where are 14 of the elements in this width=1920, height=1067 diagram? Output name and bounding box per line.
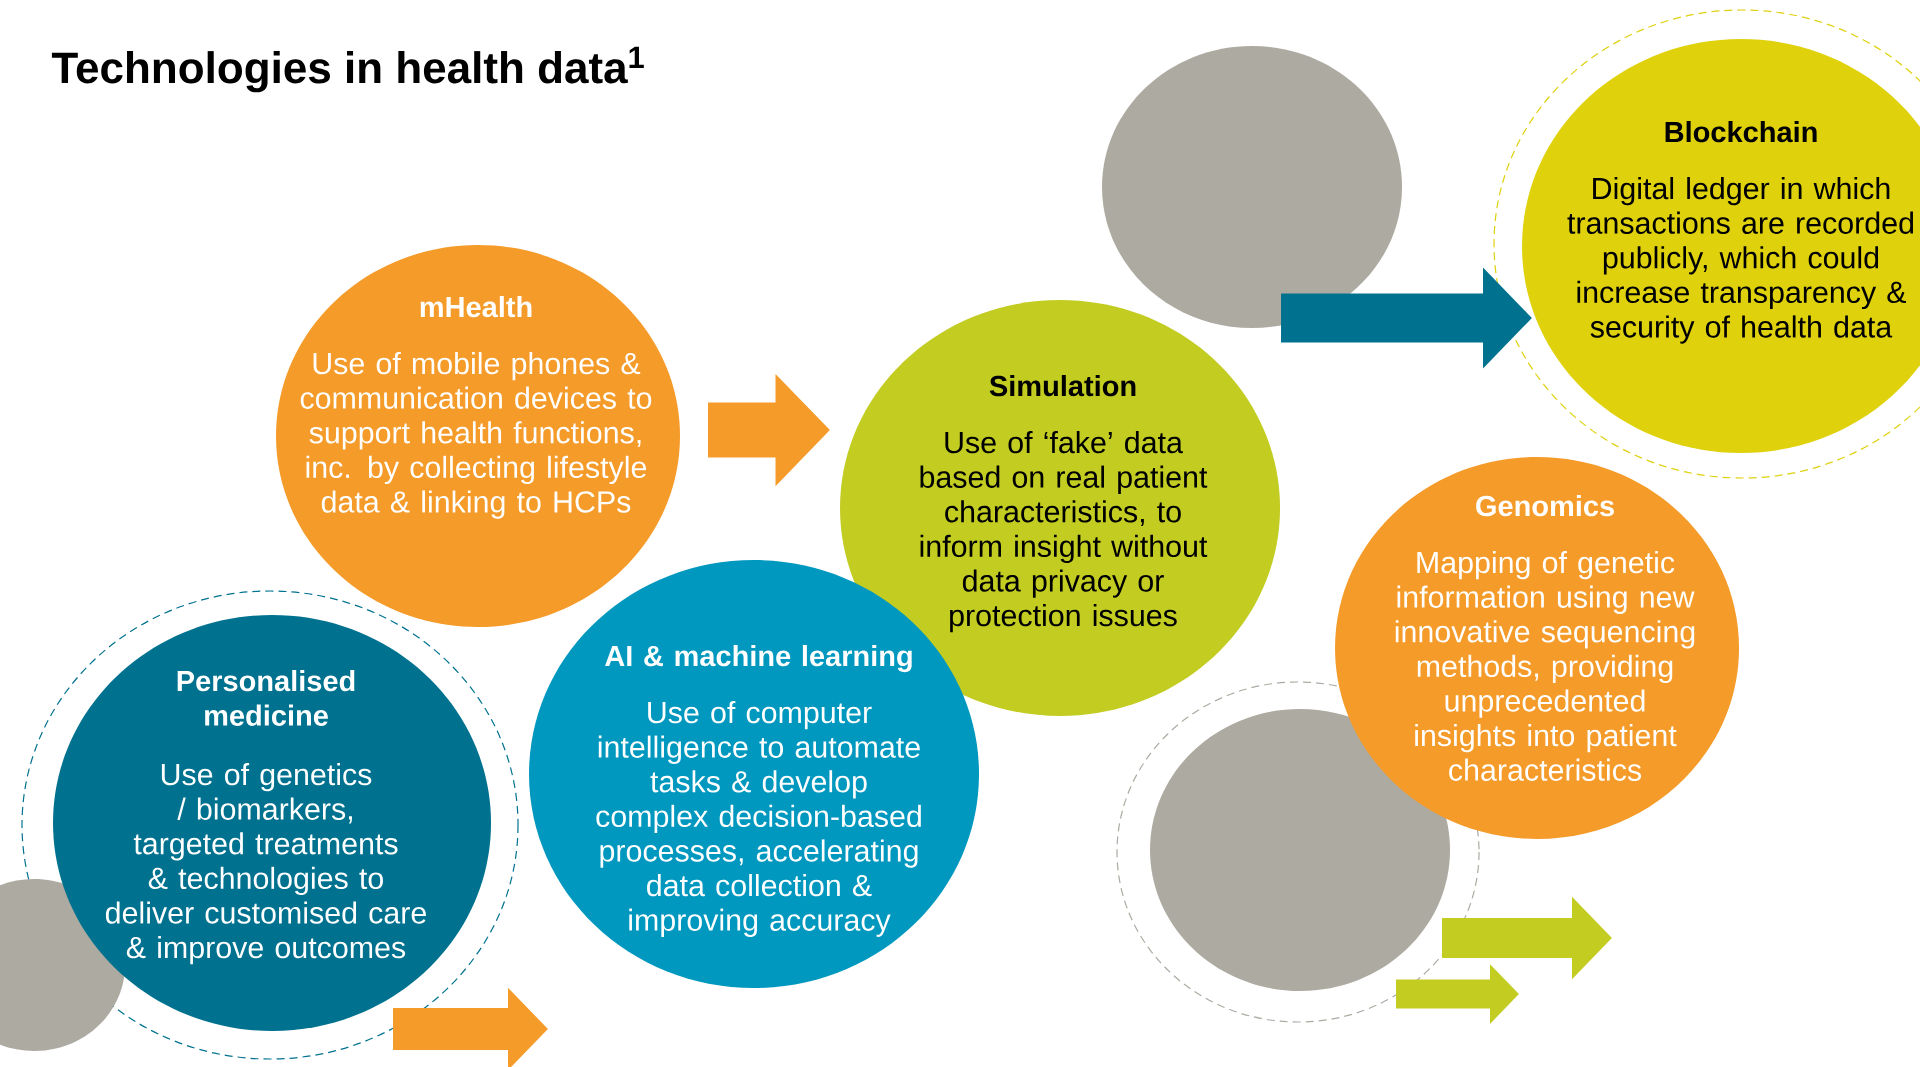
circle-heading: mHealth [420,296,532,318]
circle-description: Use of genetics / biomarkers, targeted treatments & technologies to deliver customised care & improve outcomes [105,763,426,965]
circle-description: Use of ‘fake’ data based on real patient characteristics, to inform insight without data privacy or protection issues [920,431,1208,633]
placeholder-circle [1102,46,1402,328]
circle-description: Digital ledger in which transactions are recorded publicly, which could increase transparency & security of health data [1567,177,1913,344]
circle-description: Mapping of genetic information using new innovative sequencing methods, providing unprecedented insights into patient characteristics [1395,551,1695,781]
circle-description: Use of computer intelligence to automate tasks & develop complex decision-based processes, accelerating data collection & improving accuracy [596,701,921,937]
circle-heading: AI & machine learning [605,645,912,673]
circle-heading: Simulation [989,375,1136,397]
circle-heading: Personalised medicine [177,670,355,726]
circle-heading: Genomics [1476,495,1614,517]
circle-heading: Blockchain [1665,121,1817,143]
title: Technologies in health data$^{1}$ [51,46,644,93]
circle-description: Use of mobile phones & communication devices to support health functions, inc. by collecting lifestyle data & linking to HCPs [300,352,652,519]
